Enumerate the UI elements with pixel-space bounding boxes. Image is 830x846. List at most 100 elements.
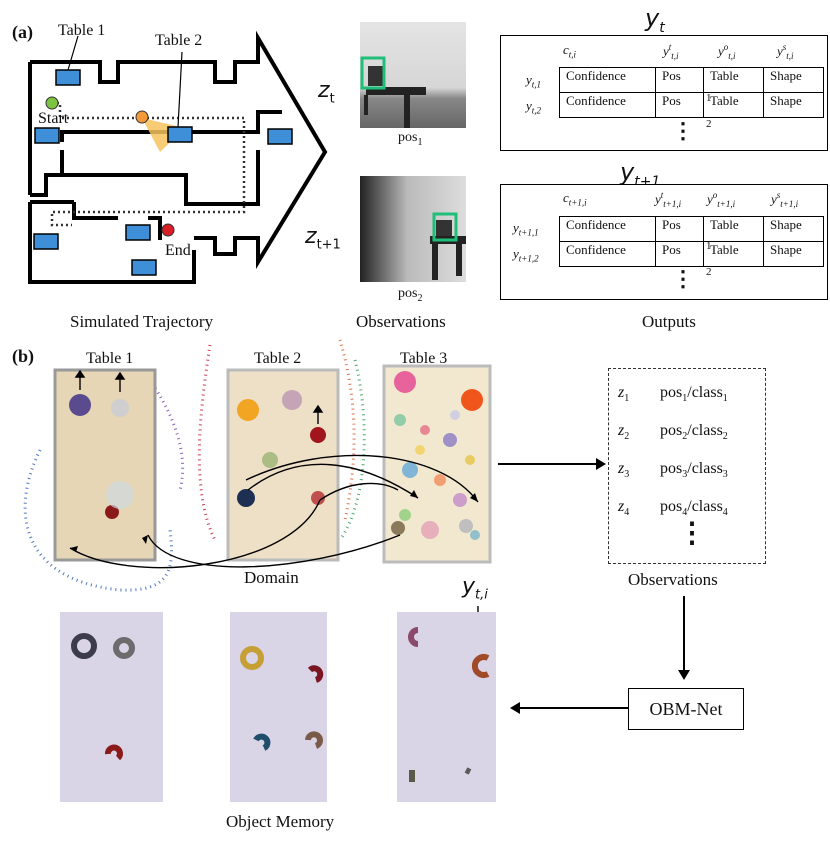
observations-caption-b: Observations — [628, 570, 718, 589]
header-yo: yot+1,i — [707, 190, 736, 209]
memory-object — [71, 633, 97, 659]
detection-box — [432, 212, 458, 242]
end-marker — [161, 223, 175, 237]
table3-photo-label: Table 3 — [400, 350, 448, 367]
cup — [461, 389, 483, 411]
cell: Table — [703, 241, 764, 267]
header-yt: ytt+1,i — [655, 190, 682, 209]
arrow-left — [510, 702, 628, 714]
cup — [310, 427, 326, 443]
arrow-down — [678, 596, 690, 680]
arrow-t3-t1 — [147, 534, 401, 568]
start-marker — [45, 96, 59, 110]
list-item: z2 pos2/class2 — [618, 422, 728, 443]
end-label: End — [165, 242, 191, 259]
memory-object — [240, 646, 264, 670]
pos1-label: pos1 — [398, 130, 423, 148]
floor-plan-map — [28, 30, 328, 284]
cell: Confidence — [559, 216, 656, 242]
z-t-label: zt — [318, 78, 335, 107]
panel-b-label: (b) — [12, 346, 34, 366]
cell: Shape — [763, 216, 824, 242]
ellipsis: ⋮ — [672, 266, 694, 291]
header-c: ct,i — [563, 42, 577, 60]
table-note: 1 — [706, 92, 712, 104]
row-label-t1: yt,1 — [526, 72, 542, 90]
header-ys: yst+1,i — [771, 190, 799, 209]
list-item: z3 pos3/class3 — [618, 460, 728, 481]
observations-list-box — [608, 368, 766, 564]
ellipsis: ⋮ — [672, 118, 694, 143]
y-t-title: yt — [645, 4, 665, 36]
cell: Shape — [763, 241, 824, 267]
photo-table-1 — [53, 368, 157, 562]
table-note: 2 — [706, 266, 712, 278]
memory-object — [471, 654, 490, 678]
arrow-t2-t3b — [245, 454, 479, 503]
y-ti-label: yt,i — [462, 574, 488, 603]
observation-image-1 — [360, 22, 466, 128]
map-caption: Simulated Trajectory — [70, 312, 214, 331]
map-table — [34, 127, 60, 144]
table-note: 1 — [706, 240, 712, 252]
observations-caption-a: Observations — [356, 312, 446, 331]
row-label-t2: yt,2 — [526, 98, 542, 116]
trajectory-green — [338, 359, 366, 541]
obm-net-block: OBM-Net — [628, 688, 744, 730]
map-table-1 — [55, 69, 81, 86]
cell: Confidence — [559, 92, 656, 118]
cell: Pos — [655, 241, 704, 267]
arrow-t2-t3c — [319, 482, 399, 501]
table-row: Confidence Pos Table Shape — [559, 92, 824, 118]
memory-object — [105, 744, 123, 761]
memory-object — [307, 665, 324, 683]
output-table-t: Confidence Pos Table Shape Confidence Po… — [559, 67, 824, 118]
panel-a-label: (a) — [12, 22, 33, 42]
cell: Shape — [763, 92, 824, 118]
cup — [69, 394, 91, 416]
z-t1-label: zt+1 — [305, 224, 341, 253]
memory-object — [113, 637, 135, 659]
cell: Shape — [763, 67, 824, 93]
arrow-t2-t3 — [247, 463, 419, 499]
row-label-t1-2: yt+1,2 — [513, 246, 539, 264]
table2-photo-label: Table 2 — [254, 350, 302, 367]
cell: Pos — [655, 92, 704, 118]
cell: Table — [703, 67, 764, 93]
trajectory-orange — [338, 339, 356, 521]
header-yt: ytt,i — [663, 42, 679, 61]
map-table-2 — [167, 126, 193, 143]
domain-caption: Domain — [244, 568, 299, 587]
list-item: z1 pos1/class1 — [618, 384, 728, 405]
observation-image-2 — [360, 176, 466, 282]
cup — [459, 519, 473, 533]
cell: Pos — [655, 67, 704, 93]
cup — [391, 521, 405, 535]
table1-map-label: Table 1 — [58, 22, 106, 39]
domain-scene — [23, 339, 492, 592]
map-table — [131, 259, 157, 276]
cell: Table — [703, 216, 764, 242]
table-row: Confidence Pos Table Shape — [559, 216, 824, 242]
cup — [237, 489, 255, 507]
header-yo: yot,i — [718, 42, 736, 61]
list-item: z4 pos4/class4 — [618, 498, 728, 519]
cell: Table — [703, 92, 764, 118]
memory-object — [464, 767, 472, 775]
map-table — [267, 128, 293, 145]
cup — [105, 505, 119, 519]
map-table — [33, 233, 59, 250]
memory-map-2 — [230, 612, 327, 802]
start-label: Start — [38, 110, 69, 127]
header-c: ct+1,i — [563, 190, 587, 208]
table-row: Confidence Pos Table Shape — [559, 67, 824, 93]
cup — [111, 399, 129, 417]
row-label-t1-1: yt+1,1 — [513, 220, 539, 238]
cell: Confidence — [559, 67, 656, 93]
arrow-right — [498, 458, 606, 470]
table2-map-label: Table 2 — [155, 32, 203, 49]
table1-photo-label: Table 1 — [86, 350, 134, 367]
pos2-label: pos2 — [398, 286, 423, 304]
object-memory-caption: Object Memory — [226, 812, 335, 831]
detection-box — [360, 56, 386, 90]
